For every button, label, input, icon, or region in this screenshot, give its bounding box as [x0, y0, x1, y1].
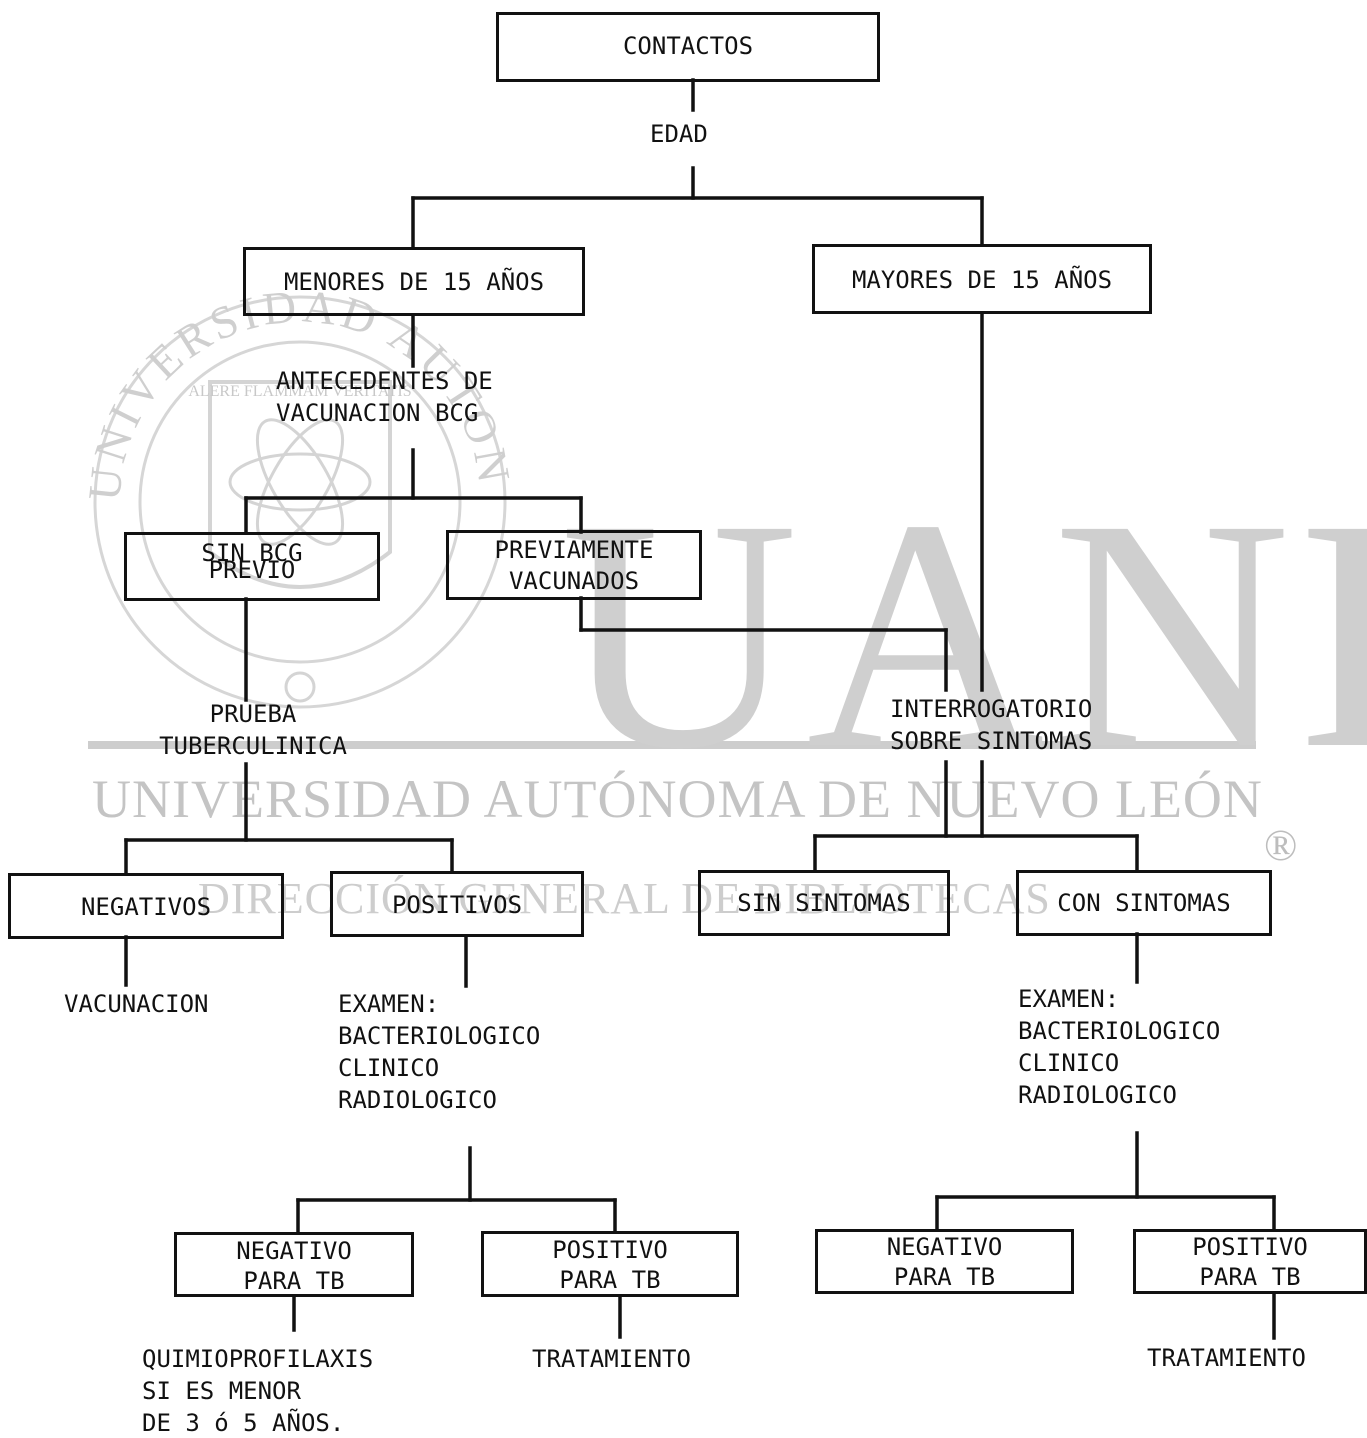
previamente-line-1: PREVIAMENTE: [494, 536, 654, 564]
neg-tb-left-line-2: PARA TB: [243, 1267, 345, 1295]
quimioprofilaxis-line-2: SI ES MENOR: [142, 1377, 301, 1405]
sin-sintomas-box: SIN SINTOMAS: [698, 870, 950, 936]
prueba-label: PRUEBA TUBERCULINICA: [146, 698, 360, 762]
mayores-box: MAYORES DE 15 AÑOS: [812, 244, 1152, 314]
examen-right-line-3: CLINICO: [1018, 1049, 1120, 1077]
examen-left-line-1: EXAMEN:: [338, 990, 440, 1018]
neg-tb-left-box: NEGATIVO PARA TB: [174, 1232, 414, 1297]
prueba-line-2: TUBERCULINICA: [159, 732, 347, 760]
menores-box: MENORES DE 15 AÑOS: [243, 247, 585, 316]
positivos-label: POSITIVOS: [391, 891, 523, 919]
prueba-line-1: PRUEBA: [209, 700, 297, 728]
mayores-label: MAYORES DE 15 AÑOS: [851, 266, 1113, 294]
examen-right-line-2: BACTERIOLOGICO: [1018, 1017, 1221, 1045]
university-seal-watermark: UNIVERSIDAD AUTONOMA DE NUEVO LEON ALERE…: [80, 292, 517, 709]
pos-tb-right-line-1: POSITIVO: [1192, 1233, 1308, 1261]
examen-left-line-4: RADIOLOGICO: [338, 1086, 497, 1114]
pos-tb-right-box: POSITIVO PARA TB: [1133, 1229, 1367, 1294]
interrogatorio-line-2: SOBRE SINTOMAS: [890, 727, 1093, 755]
contactos-label: CONTACTOS: [622, 32, 754, 60]
tratamiento-left-label: TRATAMIENTO: [532, 1345, 691, 1373]
pos-tb-left-line-2: PARA TB: [559, 1266, 661, 1294]
sin-bcg-box: SIN BCG PREVIO: [124, 532, 380, 601]
con-sintomas-label: CON SINTOMAS: [1057, 889, 1231, 917]
previamente-line-2: VACUNADOS: [508, 567, 640, 595]
sin-bcg-bottom: PREVIO: [208, 556, 296, 584]
examen-right-label: EXAMEN: BACTERIOLOGICO CLINICO RADIOLOGI…: [1018, 983, 1220, 1111]
pos-tb-right-line-2: PARA TB: [1199, 1263, 1301, 1291]
interrogatorio-label: INTERROGATORIO SOBRE SINTOMAS: [890, 693, 1092, 757]
examen-right-line-1: EXAMEN:: [1018, 985, 1120, 1013]
neg-tb-right-box: NEGATIVO PARA TB: [815, 1229, 1074, 1294]
antecedentes-label: ANTECEDENTES DE VACUNACION BCG: [276, 365, 493, 429]
con-sintomas-box: CON SINTOMAS: [1016, 870, 1272, 936]
neg-tb-right-line-2: PARA TB: [893, 1263, 996, 1291]
menores-label: MENORES DE 15 AÑOS: [283, 268, 545, 296]
negativos-box: NEGATIVOS: [8, 873, 284, 939]
quimioprofilaxis-label: QUIMIOPROFILAXIS SI ES MENOR DE 3 ó 5 AÑ…: [142, 1343, 373, 1438]
seal-motto: ALERE FLAMMAM VERITATIS: [188, 383, 411, 400]
vacunacion-label: VACUNACION: [64, 990, 209, 1018]
neg-tb-left-line-1: NEGATIVO: [236, 1237, 352, 1265]
quimioprofilaxis-line-1: QUIMIOPROFILAXIS: [142, 1345, 374, 1373]
tratamiento-right-label: TRATAMIENTO: [1147, 1344, 1306, 1372]
negativos-label: NEGATIVOS: [80, 893, 212, 921]
examen-right-line-4: RADIOLOGICO: [1018, 1081, 1177, 1109]
examen-left-line-2: BACTERIOLOGICO: [338, 1022, 541, 1050]
examen-left-line-3: CLINICO: [338, 1054, 440, 1082]
neg-tb-right-line-1: NEGATIVO: [886, 1233, 1003, 1261]
watermark-bar: [88, 741, 1256, 749]
interrogatorio-line-1: INTERROGATORIO: [890, 695, 1093, 723]
positivos-box: POSITIVOS: [330, 871, 584, 937]
antecedentes-line-1: ANTECEDENTES DE: [276, 367, 493, 395]
antecedentes-line-2: VACUNACION BCG: [276, 399, 479, 427]
contactos-box: CONTACTOS: [496, 12, 880, 82]
sin-bcg-top: SIN BCG: [201, 539, 303, 567]
edad-label: EDAD: [650, 120, 708, 148]
quimioprofilaxis-line-3: DE 3 ó 5 AÑOS.: [142, 1409, 345, 1437]
previamente-box: PREVIAMENTE VACUNADOS: [446, 530, 702, 600]
examen-left-label: EXAMEN: BACTERIOLOGICO CLINICO RADIOLOGI…: [338, 988, 540, 1116]
sin-sintomas-label: SIN SINTOMAS: [737, 889, 911, 917]
pos-tb-left-line-1: POSITIVO: [552, 1236, 668, 1264]
pos-tb-left-box: POSITIVO PARA TB: [481, 1231, 739, 1297]
